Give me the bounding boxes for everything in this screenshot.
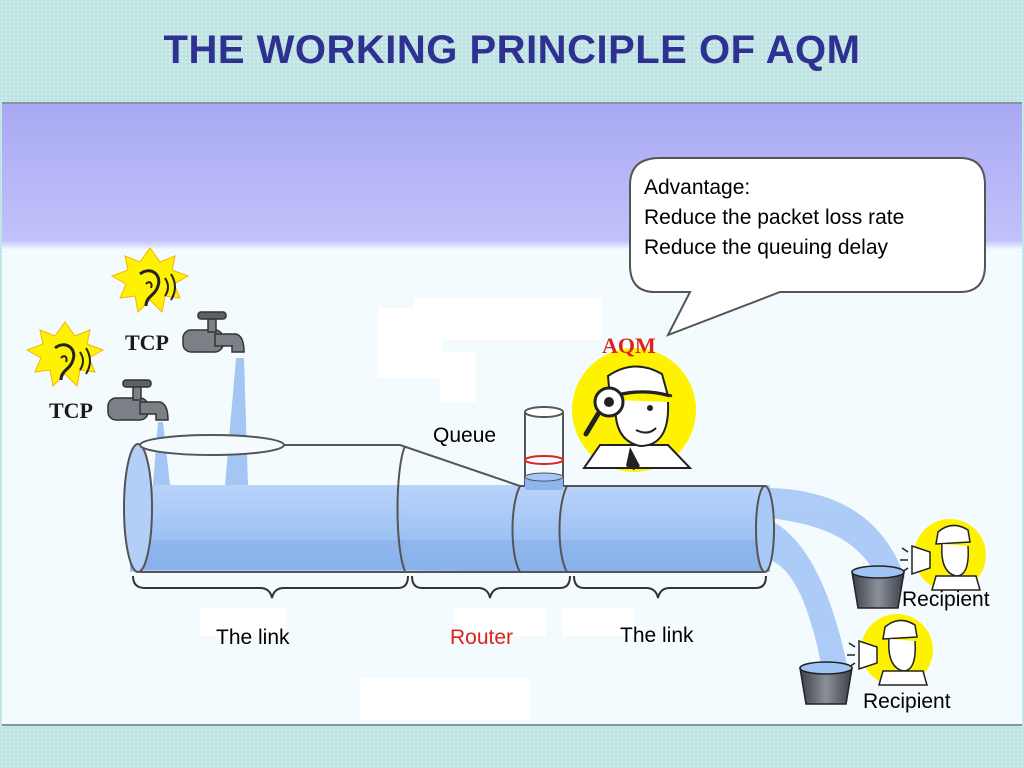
background-patches <box>200 298 634 720</box>
aqm-label: AQM <box>602 333 656 358</box>
link-label-left: The link <box>216 626 290 649</box>
pipe <box>123 434 775 573</box>
ear-icon <box>25 321 105 388</box>
queue-label: Queue <box>433 424 497 447</box>
faucet-icon <box>107 379 169 421</box>
callout-bubble <box>629 157 986 337</box>
callout-text: Advantage: Reduce the packet loss rate R… <box>644 173 904 263</box>
detective-icon <box>572 348 696 472</box>
bucket-icon <box>851 565 905 609</box>
slide-title: THE WORKING PRINCIPLE OF AQM <box>163 28 861 72</box>
link-label-right: The link <box>620 624 694 647</box>
ear-icon <box>110 247 190 314</box>
callout-line-1: Reduce the packet loss rate <box>644 206 905 229</box>
router-label: Router <box>450 626 514 649</box>
tcp-label-top: TCP <box>125 330 169 355</box>
recipient-figure-icon <box>900 519 986 591</box>
tap-streams <box>153 358 248 485</box>
segment-braces <box>132 575 767 599</box>
callout-line-2: Reduce the queuing delay <box>644 236 889 259</box>
callout-heading: Advantage: <box>644 176 751 199</box>
queue-cylinder <box>524 406 564 490</box>
bucket-icon <box>799 661 853 705</box>
tcp-label-bottom: TCP <box>49 398 93 423</box>
outlet-streams <box>770 488 905 685</box>
recipient-label-bottom: Recipient <box>863 690 951 713</box>
faucet-icon <box>182 311 245 353</box>
recipient-figure-icon <box>847 614 933 686</box>
recipient-label-top: Recipient <box>902 588 990 611</box>
